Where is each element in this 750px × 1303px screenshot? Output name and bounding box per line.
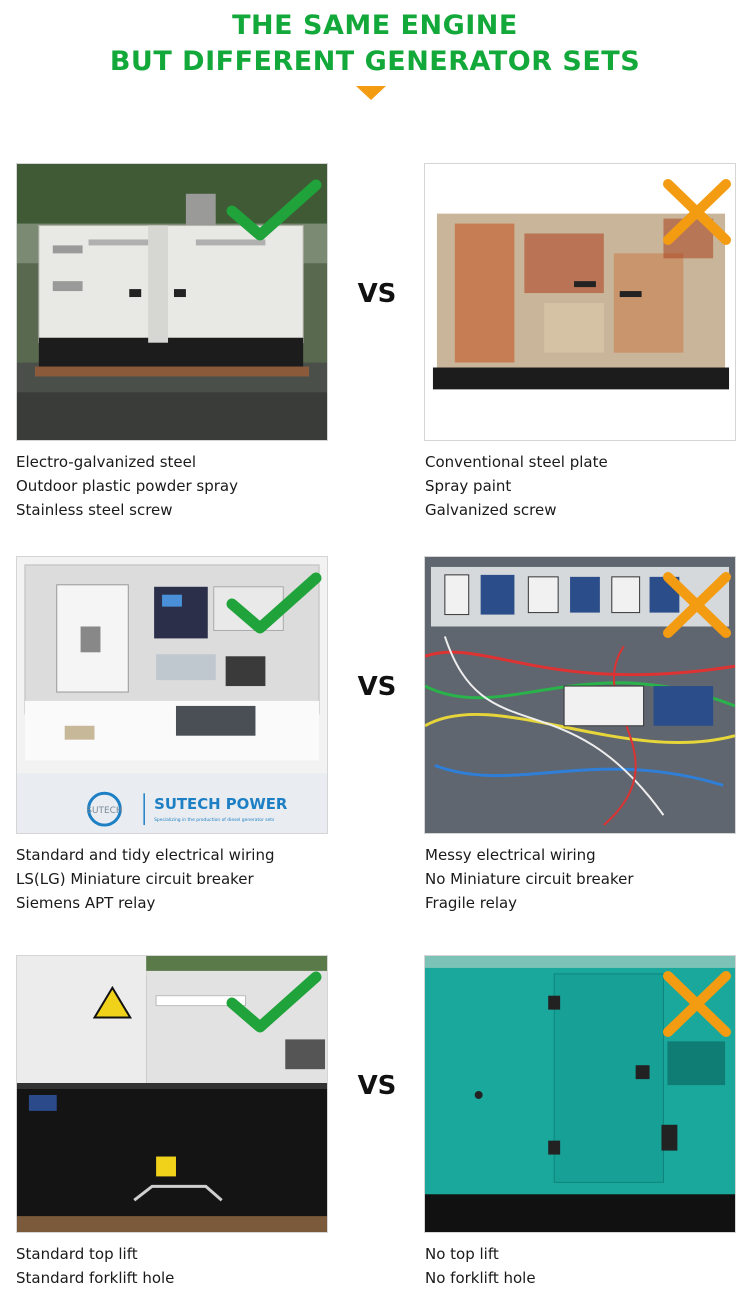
white-generator-photo <box>16 163 328 441</box>
good-features-list-2: Standard and tidy electrical wiring LS(L… <box>16 843 336 915</box>
bad-features-list-2: Messy electrical wiring No Miniature cir… <box>425 843 745 915</box>
good-features-list-3: Standard top lift Standard forklift hole <box>16 1242 336 1290</box>
down-arrow-icon <box>356 86 386 100</box>
feature-item: Galvanized screw <box>425 501 557 519</box>
feature-item: Standard and tidy electrical wiring <box>16 846 275 864</box>
feature-item: No forklift hole <box>425 1269 536 1287</box>
vs-label: VS <box>357 672 397 702</box>
sutech-power-logo: SUTECH POWER <box>154 795 288 813</box>
messy-wiring-photo <box>424 556 736 834</box>
bad-features-list-3: No top lift No forklift hole <box>425 1242 745 1290</box>
feature-item: Siemens APT relay <box>16 894 156 912</box>
orange-cross-icon <box>663 179 731 245</box>
good-features-list-1: Electro-galvanized steel Outdoor plastic… <box>16 450 336 522</box>
teal-generator-photo <box>424 955 736 1233</box>
feature-item: Outdoor plastic powder spray <box>16 477 238 495</box>
feature-item: Standard top lift <box>16 1245 138 1263</box>
feature-item: Standard forklift hole <box>16 1269 175 1287</box>
feature-item: Conventional steel plate <box>425 453 608 471</box>
green-check-icon <box>226 971 322 1033</box>
rusty-generator-photo <box>424 163 736 441</box>
feature-item: LS(LG) Miniature circuit breaker <box>16 870 254 888</box>
vs-label: VS <box>357 1071 397 1101</box>
feature-item: Messy electrical wiring <box>425 846 596 864</box>
vs-label: VS <box>357 279 397 309</box>
orange-cross-icon <box>663 971 731 1037</box>
sutech-logo-tagline: Specializing in the production of diesel… <box>154 817 275 823</box>
feature-item: Electro-galvanized steel <box>16 453 197 471</box>
headline-line-1: THE SAME ENGINE <box>232 10 518 41</box>
headline-line-2: BUT DIFFERENT GENERATOR SETS <box>109 46 641 77</box>
feature-item: Stainless steel screw <box>16 501 173 519</box>
sutech-logo-mark-text: SUTECH <box>86 806 122 816</box>
green-check-icon <box>226 179 322 241</box>
tidy-control-panel-photo: SUTECH SUTECH POWER Specializing in the … <box>16 556 328 834</box>
feature-item: No top lift <box>425 1245 499 1263</box>
bad-features-list-1: Conventional steel plate Spray paint Gal… <box>425 450 745 522</box>
top-lift-forklift-photo <box>16 955 328 1233</box>
orange-cross-icon <box>663 572 731 638</box>
feature-item: Spray paint <box>425 477 512 495</box>
feature-item: No Miniature circuit breaker <box>425 870 634 888</box>
feature-item: Fragile relay <box>425 894 518 912</box>
green-check-icon <box>226 572 322 634</box>
